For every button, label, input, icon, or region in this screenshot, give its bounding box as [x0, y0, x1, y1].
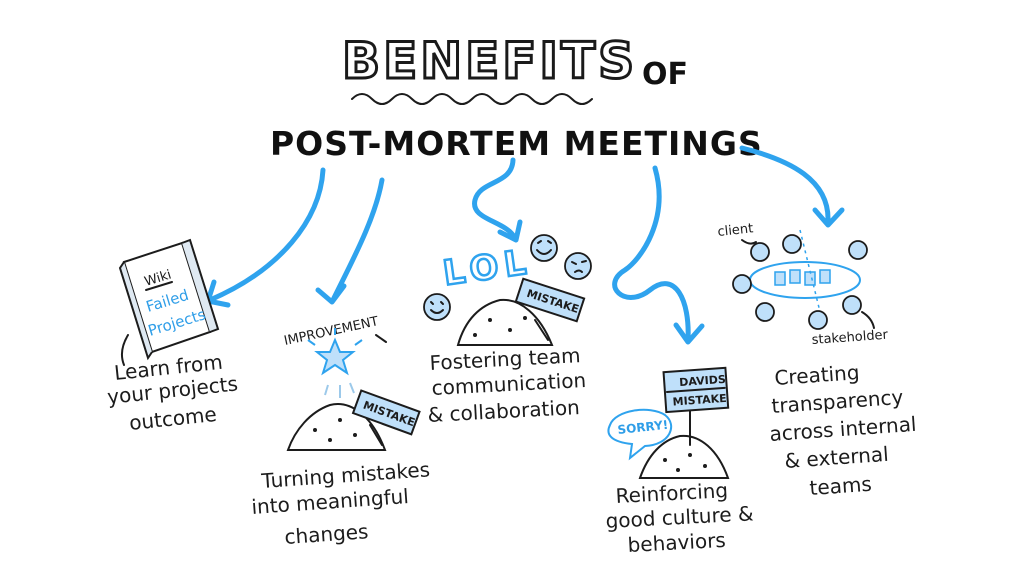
davids-sign-label: DAVIDS [679, 373, 726, 389]
sorry-bubble-text: SORRY! [617, 418, 669, 437]
benefit-4-line-1: Reinforcing [615, 478, 729, 508]
benefit-5-line-4: & external [784, 442, 890, 473]
benefit-5: client stakeholder Creating transparency… [717, 221, 917, 500]
benefit-5-line-3: across internal [769, 412, 918, 446]
grinning-face-icon [423, 293, 451, 321]
benefit-5-line-5: teams [809, 472, 873, 500]
benefit-2: IMPROVEMENT MISTAKE Turning mistakes int… [251, 314, 431, 549]
arrowhead-5 [812, 207, 845, 228]
speech-bubble: SORRY! [607, 408, 672, 461]
title-sub: POST-MORTEM MEETINGS [270, 124, 763, 163]
mistake-sign-label-4: MISTAKE [672, 392, 727, 409]
title-of: OF [642, 57, 688, 92]
benefit-4: DAVIDS MISTAKE SORRY! Reinforcing good c… [605, 366, 754, 557]
title-main: BENEFITS [342, 32, 637, 90]
arrow-to-benefit-2 [330, 177, 385, 303]
benefit-1-line-3: outcome [128, 402, 218, 435]
mistake-pile-icon: MISTAKE [286, 389, 421, 451]
arrow-to-benefit-3 [472, 157, 518, 241]
laughing-face-icon [530, 234, 558, 262]
improvement-label: IMPROVEMENT [283, 314, 380, 349]
client-label: client [717, 221, 754, 240]
arrowhead-3 [497, 219, 523, 243]
star-icon [307, 328, 363, 398]
book-illustration: Wiki Failed Projects [118, 238, 220, 361]
title-block: BENEFITS OF POST-MORTEM MEETINGS [270, 31, 763, 164]
title-wave-underline [351, 93, 593, 105]
stakeholder-label: stakeholder [811, 328, 889, 348]
arrowhead-2 [315, 283, 347, 305]
winking-face-icon [564, 252, 592, 280]
benefit-5-line-1: Creating [774, 360, 861, 390]
arrow-to-benefit-5 [739, 145, 831, 225]
benefit-1: Wiki Failed Projects Learn from your pro… [106, 238, 239, 435]
arrowhead-4 [673, 322, 705, 345]
person-faces [732, 234, 868, 330]
arrows [205, 145, 845, 345]
benefit-3: LOL MISTAKE Fostering team communication [423, 234, 592, 427]
mistake-sign [351, 389, 421, 436]
benefit-2-line-3: changes [284, 519, 370, 549]
arrow-to-benefit-1 [207, 167, 326, 303]
mistake-pile-icon: DAVIDS MISTAKE [638, 366, 730, 479]
arrow-to-benefit-4 [612, 165, 691, 343]
benefit-4-line-3: behaviors [627, 528, 726, 557]
book-callout-line [120, 334, 129, 366]
benefit-3-line-3: & collaboration [427, 395, 580, 427]
